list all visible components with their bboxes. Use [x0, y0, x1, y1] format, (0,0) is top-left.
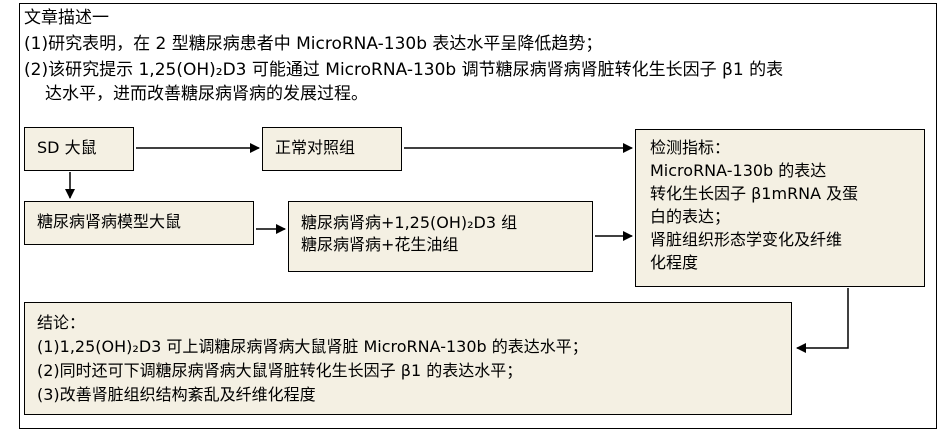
indicator-line: MicroRNA-130b 的表达: [650, 161, 827, 180]
description-point-2-line-2: 达水平，进而改善糖尿病肾病的发展过程。: [45, 84, 368, 104]
normal-control-label: 正常对照组: [275, 138, 356, 157]
indicator-line: 化程度: [650, 253, 699, 272]
conclusion-box: 结论： (1)1,25(OH)₂D3 可上调糖尿病肾病大鼠肾脏 MicroRNA…: [24, 302, 792, 415]
group-item: 糖尿病肾病+花生油组: [301, 235, 459, 254]
indicators-box: 检测指标： MicroRNA-130b 的表达 转化生长因子 β1mRNA 及蛋…: [635, 129, 925, 287]
group-item: 糖尿病肾病+1,25(OH)₂D3 组: [301, 213, 518, 232]
conclusion-line: 结论：: [37, 313, 86, 332]
normal-control-box: 正常对照组: [262, 127, 402, 171]
description-title: 文章描述一: [24, 8, 109, 28]
conclusion-line: (2)同时还可下调糖尿病肾病大鼠肾脏转化生长因子 β1 的表达水平；: [37, 361, 523, 380]
description-point-1: (1)研究表明，在 2 型糖尿病患者中 MicroRNA-130b 表达水平呈降…: [24, 34, 603, 54]
arrow-indicators-to-conclusion: [796, 288, 849, 353]
conclusion-line: (1)1,25(OH)₂D3 可上调糖尿病肾病大鼠肾脏 MicroRNA-130…: [37, 337, 588, 356]
model-rat-label: 糖尿病肾病模型大鼠: [37, 212, 182, 231]
indicator-line: 白的表达；: [650, 207, 731, 226]
conclusion-line: (3)改善肾脏组织结构紊乱及纤维化程度: [37, 385, 316, 404]
description-point-2-line-1: (2)该研究提示 1,25(OH)₂D3 可能通过 MicroRNA-130b …: [24, 60, 784, 80]
indicator-line: 肾脏组织形态学变化及纤维: [650, 230, 843, 249]
sd-rat-box: SD 大鼠: [24, 127, 134, 171]
indicator-line: 检测指标：: [650, 138, 731, 157]
indicator-line: 转化生长因子 β1mRNA 及蛋: [650, 184, 859, 203]
treatment-groups-box: 糖尿病肾病+1,25(OH)₂D3 组 糖尿病肾病+花生油组: [288, 201, 593, 272]
sd-rat-label: SD 大鼠: [37, 138, 97, 157]
model-rat-box: 糖尿病肾病模型大鼠: [24, 201, 254, 245]
